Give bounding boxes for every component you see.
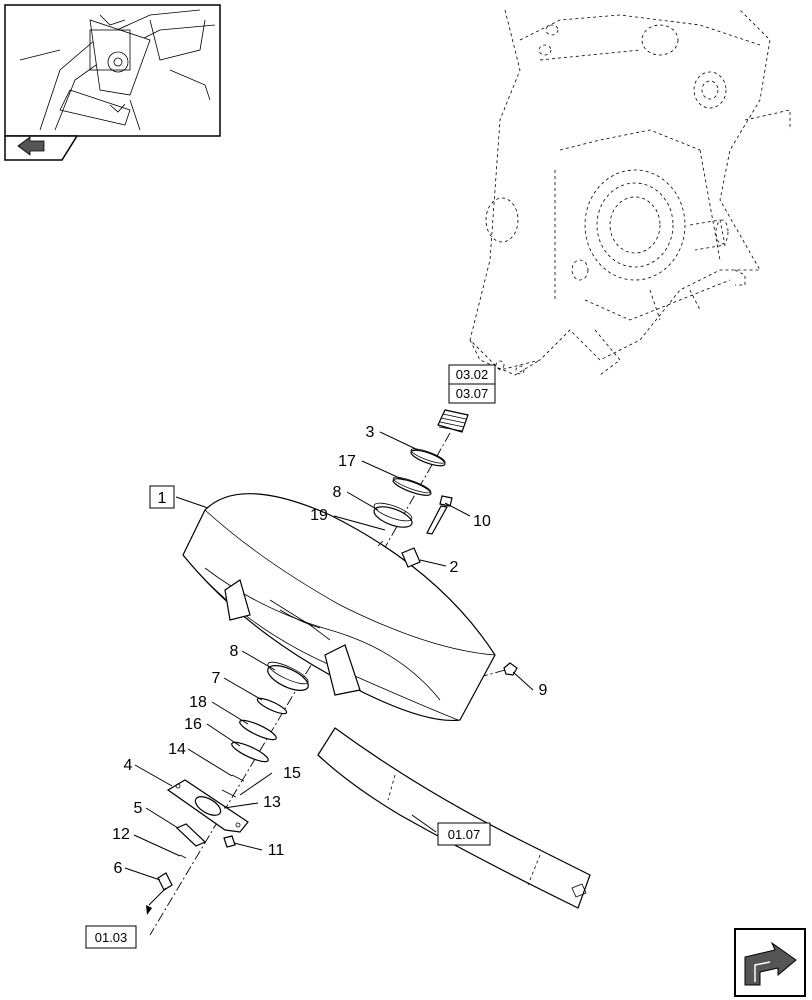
main-axis-lower (149, 649, 321, 936)
callout-9[interactable]: 9 (539, 682, 548, 699)
part-3-ring (410, 448, 446, 467)
svg-text:1: 1 (158, 490, 167, 507)
callout-6[interactable]: 6 (114, 860, 123, 877)
part-7-ring (256, 697, 288, 715)
callout-2[interactable]: 2 (450, 559, 459, 576)
part-16-ring (231, 741, 269, 763)
splined-shaft (437, 409, 469, 433)
callout-13[interactable]: 13 (263, 794, 281, 811)
overview-thumbnail (4, 4, 221, 161)
reference-box-01-03[interactable]: 01.03 (85, 925, 137, 949)
part-17-ring (392, 476, 432, 496)
part-8-lower-bearing (267, 661, 309, 691)
arrow-to-01-03 (146, 905, 152, 915)
part-8-upper-bearing (373, 502, 413, 528)
main-axis-upper (374, 432, 451, 566)
callout-16[interactable]: 16 (184, 716, 202, 733)
callout-8-lower[interactable]: 8 (230, 643, 239, 660)
rotor-drum (182, 493, 496, 722)
part-11-screw (223, 835, 236, 848)
part-9-nut (503, 662, 518, 676)
callout-14[interactable]: 14 (168, 741, 186, 758)
part-6-screw (157, 872, 173, 891)
svg-text:01.07: 01.07 (448, 827, 481, 842)
callout-3[interactable]: 3 (366, 424, 375, 441)
part-18-ring (239, 719, 277, 741)
callout-18[interactable]: 18 (189, 694, 207, 711)
reference-box-03-02[interactable]: 03.02 (448, 364, 496, 385)
svg-text:03.07: 03.07 (456, 386, 489, 401)
belt-strap (317, 727, 591, 909)
part-14-shim (231, 774, 245, 782)
callout-19[interactable]: 19 (310, 507, 328, 524)
callout-5[interactable]: 5 (134, 800, 143, 817)
part-12-pin (179, 854, 187, 859)
svg-text:03.02: 03.02 (456, 367, 489, 382)
gearbox-assembly (469, 9, 791, 376)
callout-1[interactable]: 1 (149, 485, 175, 509)
reference-box-03-07[interactable]: 03.07 (448, 383, 496, 404)
svg-text:01.03: 01.03 (95, 930, 128, 945)
callout-17[interactable]: 17 (338, 453, 356, 470)
callout-10[interactable]: 10 (473, 513, 491, 530)
back-arrow-icon[interactable] (4, 135, 79, 161)
part-10-bolt (426, 495, 453, 535)
leader-lines (124, 431, 534, 906)
part-19-circlip (377, 540, 384, 547)
part-4-flange (166, 779, 249, 833)
callout-4[interactable]: 4 (124, 757, 133, 774)
part-2-nut (401, 547, 421, 568)
reference-box-01-07[interactable]: 01.07 (437, 822, 491, 846)
callout-12[interactable]: 12 (112, 826, 130, 843)
part-5-sleeve (175, 823, 207, 847)
callout-11[interactable]: 11 (268, 842, 285, 859)
callout-7[interactable]: 7 (212, 670, 221, 687)
callout-8-upper[interactable]: 8 (333, 484, 342, 501)
page-next-arrow-icon[interactable] (734, 928, 806, 997)
callout-15[interactable]: 15 (283, 765, 301, 782)
part-15-shim (221, 789, 237, 798)
